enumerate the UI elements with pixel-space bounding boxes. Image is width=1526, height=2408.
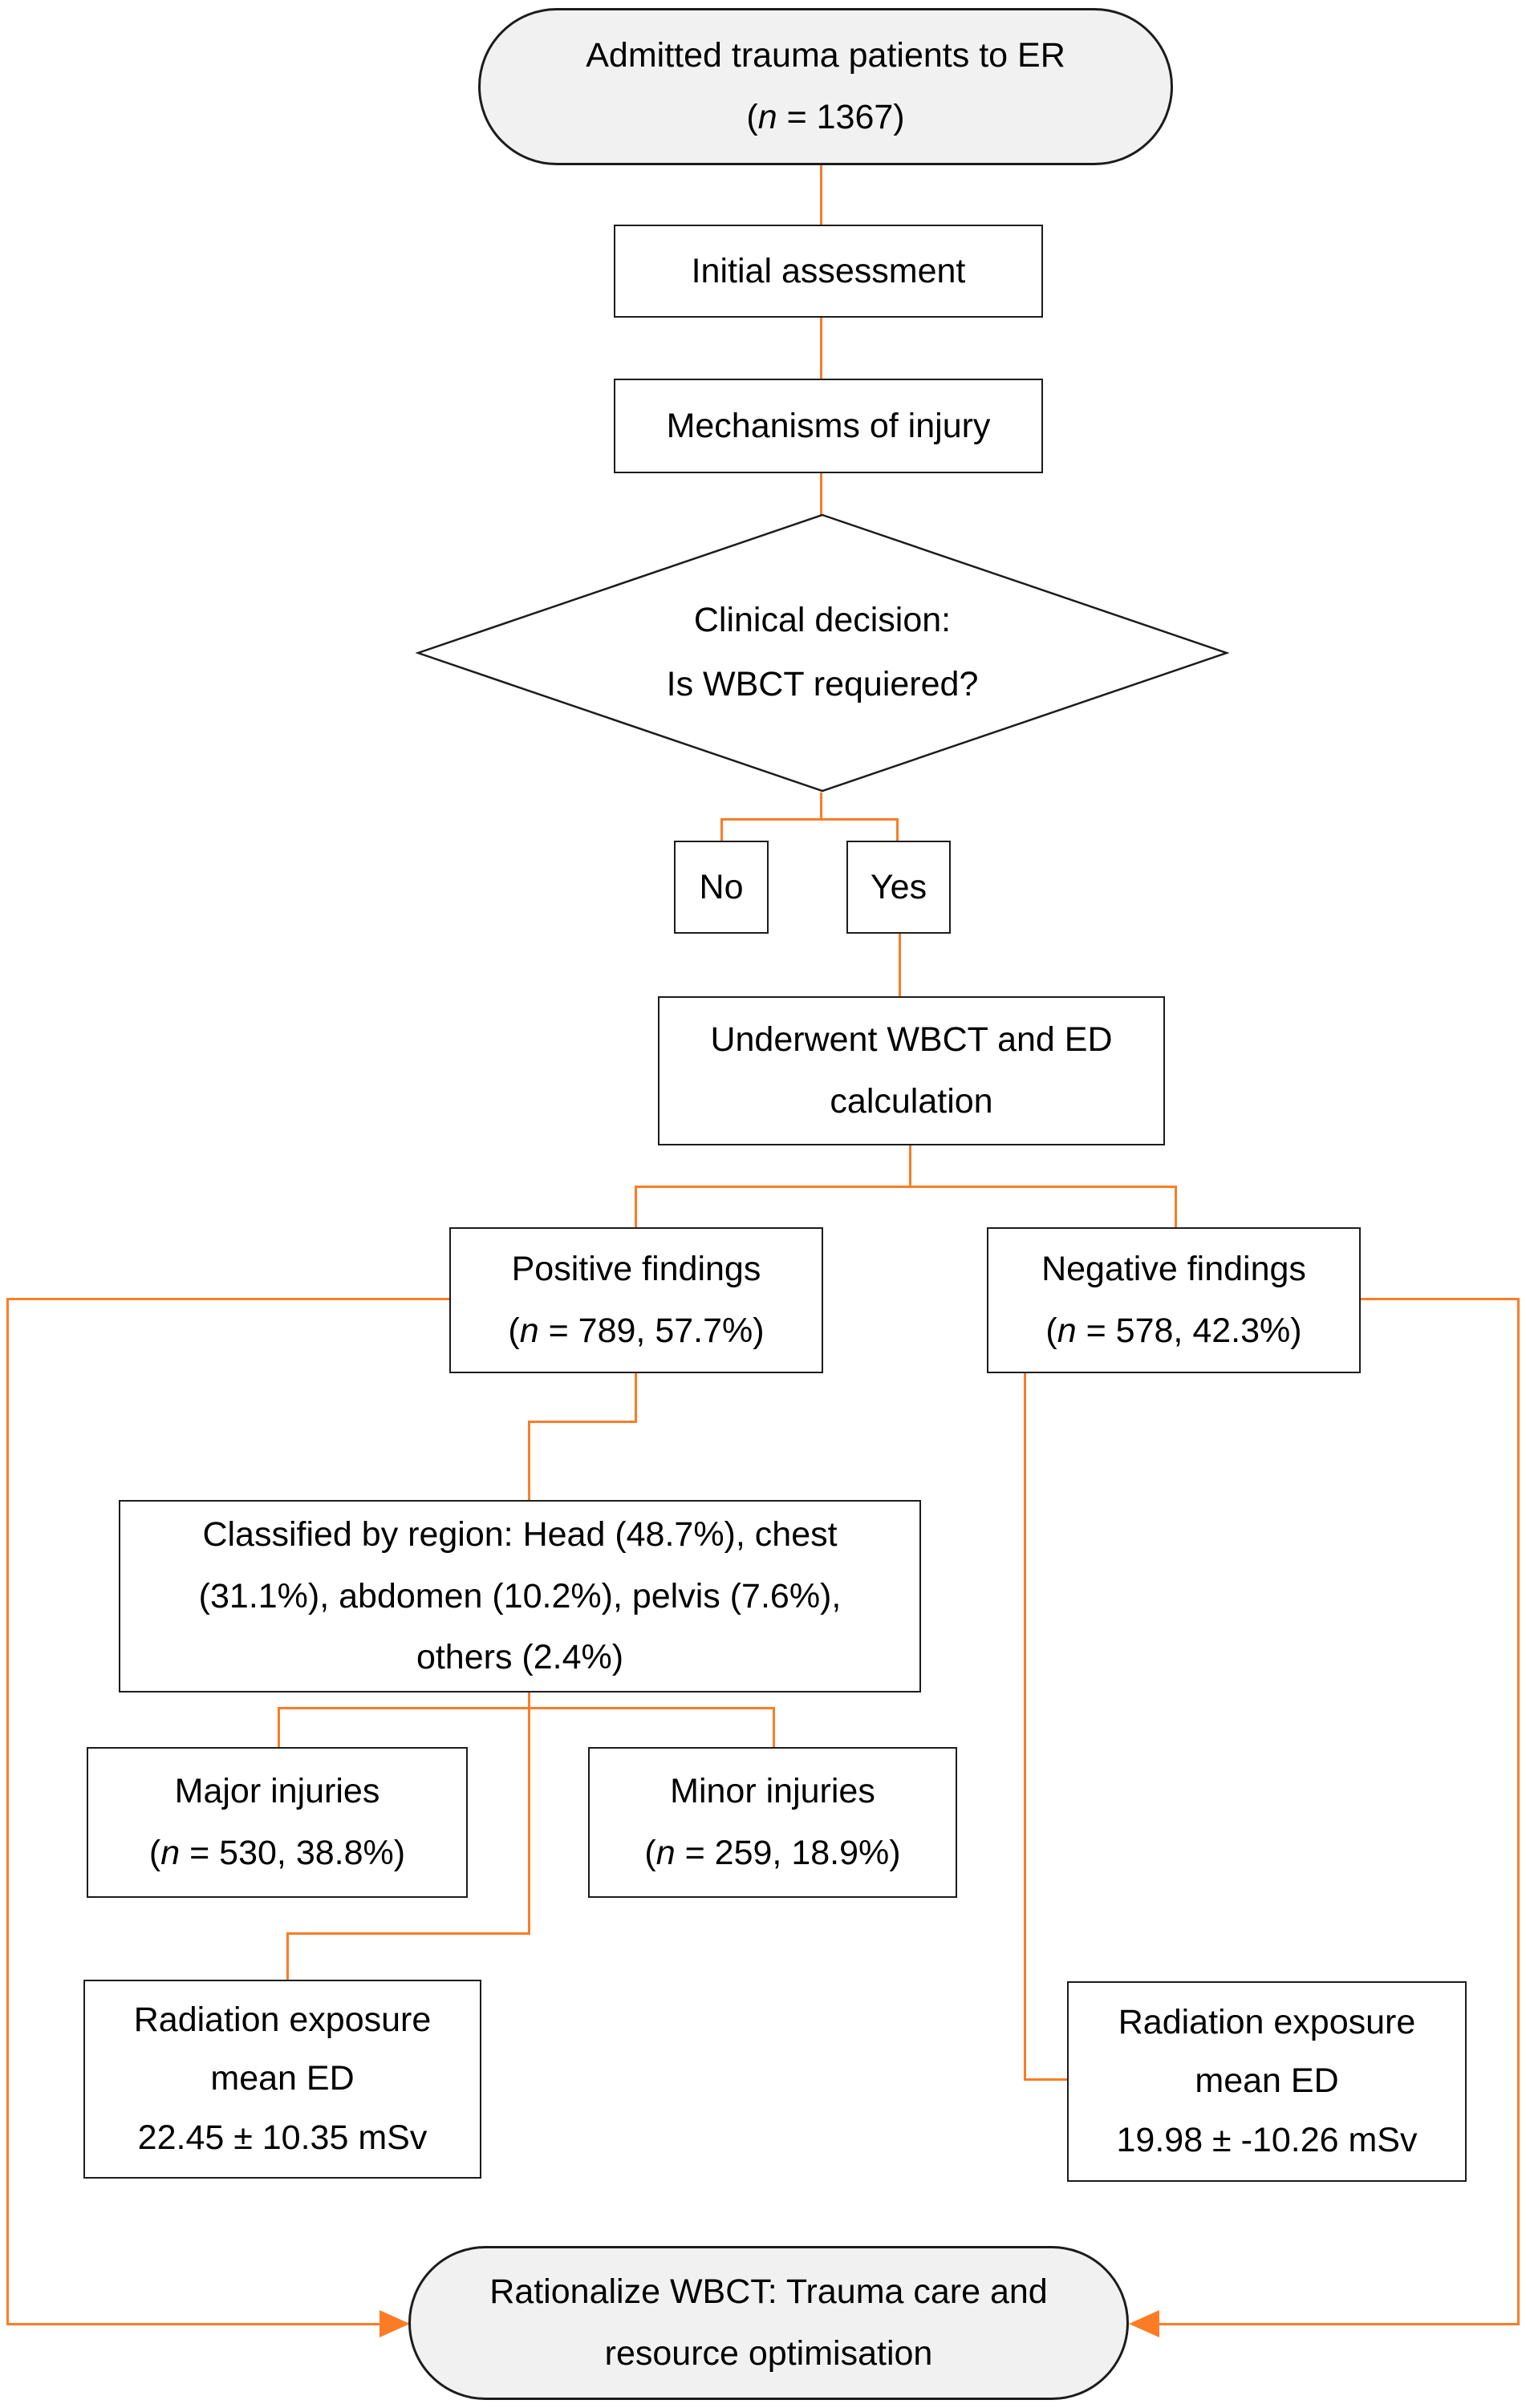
connector-drop-major xyxy=(278,1707,280,1747)
node-classified-by-region: Classified by region: Head (48.7%), ches… xyxy=(119,1500,921,1692)
node-admitted-trauma-patients: Admitted trauma patients to ER (n = 1367… xyxy=(478,8,1173,165)
rail-left-vertical xyxy=(6,1298,9,2325)
radiation-major-line1: Radiation exposure xyxy=(133,2001,432,2040)
mechanisms-label: Mechanisms of injury xyxy=(666,406,991,445)
major-count: (n = 530, 38.8%) xyxy=(148,1834,406,1872)
connector-classified-stem xyxy=(528,1692,530,1935)
decision-text: Clinical decision: Is WBCT requiered? xyxy=(416,513,1229,793)
node-yes: Yes xyxy=(846,841,951,934)
minor-count: (n = 259, 18.9%) xyxy=(644,1834,901,1872)
underwent-line2: calculation xyxy=(830,1082,993,1121)
node-underwent-wbct: Underwent WBCT and ED calculation xyxy=(658,996,1165,1145)
underwent-line1: Underwent WBCT and ED xyxy=(710,1020,1113,1060)
admitted-count: (n = 1367) xyxy=(746,98,905,136)
connector-underwent-stem xyxy=(909,1145,911,1186)
connector-drop-positive xyxy=(635,1186,637,1227)
negative-line1: Negative findings xyxy=(1041,1250,1306,1289)
classified-line3: others (2.4%) xyxy=(416,1638,624,1677)
admitted-line1: Admitted trauma patients to ER xyxy=(586,36,1065,75)
minor-line1: Minor injuries xyxy=(670,1772,875,1811)
node-no: No xyxy=(674,841,769,934)
radiation-negative-line2: mean ED xyxy=(1195,2061,1339,2101)
connector-admitted-to-initial xyxy=(820,165,822,225)
connector-initial-to-mechanisms xyxy=(820,318,822,379)
positive-count: (n = 789, 57.7%) xyxy=(508,1311,765,1350)
rail-right-bottom xyxy=(1159,2323,1520,2325)
yes-label: Yes xyxy=(870,867,927,906)
decision-line2: Is WBCT requiered? xyxy=(666,665,979,703)
major-line1: Major injuries xyxy=(174,1772,380,1811)
arrowhead-into-rationalize-right-icon xyxy=(1129,2310,1159,2337)
connector-mechanisms-to-decision xyxy=(820,473,822,515)
classified-line2: (31.1%), abdomen (10.2%), pelvis (7.6%), xyxy=(198,1576,842,1615)
connector-negative-down xyxy=(1024,1373,1026,2081)
rail-right-top xyxy=(1361,1298,1520,1300)
connector-drop-no xyxy=(720,818,723,841)
connector-drop-negative xyxy=(1175,1186,1177,1227)
radiation-negative-value: 19.98 ± -10.26 mSv xyxy=(1116,2120,1418,2159)
rationalize-line2: resource optimisation xyxy=(604,2334,933,2373)
connector-yes-to-underwent xyxy=(899,934,901,996)
node-mechanisms-of-injury: Mechanisms of injury xyxy=(614,379,1043,473)
connector-positive-down xyxy=(635,1373,637,1423)
connector-noyes-splitter xyxy=(720,818,899,821)
connector-findings-splitter xyxy=(635,1186,1177,1188)
connector-injury-splitter xyxy=(278,1707,775,1709)
connector-into-radiation-right xyxy=(1024,2078,1069,2081)
connector-positive-jog xyxy=(528,1421,637,1423)
node-negative-findings: Negative findings (n = 578, 42.3%) xyxy=(987,1227,1361,1373)
classified-line1: Classified by region: Head (48.7%), ches… xyxy=(202,1515,838,1555)
connector-decision-stem xyxy=(820,793,822,820)
node-major-injuries: Major injuries (n = 530, 38.8%) xyxy=(87,1747,468,1898)
positive-line1: Positive findings xyxy=(511,1250,761,1289)
initial-assessment-label: Initial assessment xyxy=(691,251,966,290)
node-radiation-exposure-negative: Radiation exposure mean ED 19.98 ± -10.2… xyxy=(1067,1981,1467,2182)
node-positive-findings: Positive findings (n = 789, 57.7%) xyxy=(449,1227,823,1373)
rationalize-line1: Rationalize WBCT: Trauma care and xyxy=(489,2272,1048,2312)
radiation-negative-line1: Radiation exposure xyxy=(1118,2003,1416,2042)
rail-left-top xyxy=(6,1298,449,1300)
decision-diamond-shape xyxy=(416,513,1229,793)
radiation-major-line2: mean ED xyxy=(210,2059,355,2098)
node-clinical-decision: Clinical decision: Is WBCT requiered? xyxy=(416,513,1229,793)
negative-count: (n = 578, 42.3%) xyxy=(1045,1311,1302,1350)
node-initial-assessment: Initial assessment xyxy=(614,225,1043,318)
rail-right-vertical xyxy=(1517,1298,1520,2325)
connector-drop-minor xyxy=(773,1707,775,1747)
arrowhead-into-rationalize-left-icon xyxy=(379,2310,410,2337)
connector-jog-to-classified xyxy=(528,1421,530,1500)
node-rationalize-wbct: Rationalize WBCT: Trauma care and resour… xyxy=(408,2246,1129,2400)
node-minor-injuries: Minor injuries (n = 259, 18.9%) xyxy=(588,1747,957,1898)
rail-left-bottom xyxy=(6,2323,379,2325)
connector-to-radiation-left-jog xyxy=(286,1932,530,1935)
node-radiation-exposure-major: Radiation exposure mean ED 22.45 ± 10.35… xyxy=(83,1980,481,2179)
no-label: No xyxy=(699,867,744,906)
radiation-major-value: 22.45 ± 10.35 mSv xyxy=(137,2118,428,2157)
decision-line1: Clinical decision: xyxy=(693,601,952,640)
connector-drop-yes xyxy=(896,818,899,841)
connector-to-radiation-left xyxy=(286,1932,289,1980)
